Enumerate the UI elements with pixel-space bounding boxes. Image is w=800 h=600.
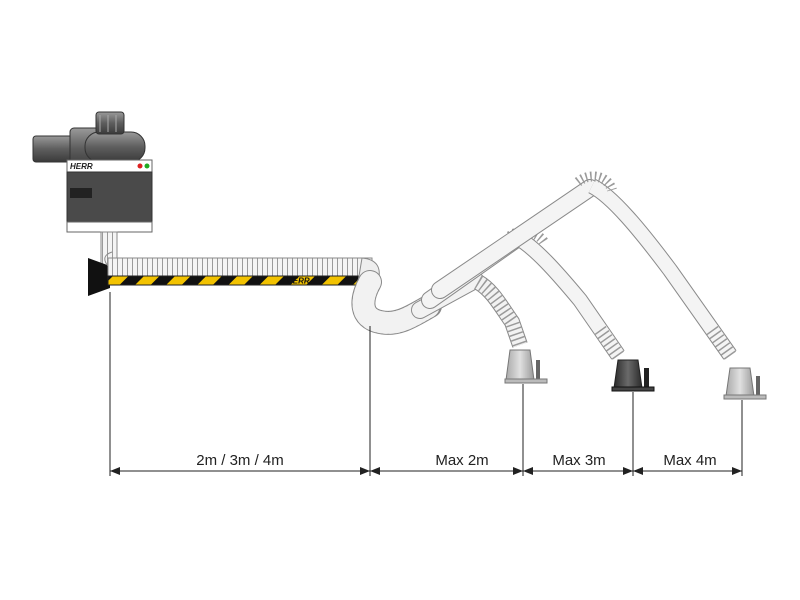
hood-long	[725, 367, 755, 397]
indicator-light-red	[137, 163, 143, 169]
filter-unit: HERR	[32, 111, 153, 233]
cabinet-base	[66, 221, 153, 233]
rail-hose	[107, 257, 373, 277]
rail-brand-label: HERR	[287, 277, 310, 286]
hood-short	[505, 349, 535, 381]
rail-length-label: 2m / 3m / 4m	[196, 452, 284, 469]
unit-brand-label: HERR	[70, 162, 93, 171]
cabinet-handle	[70, 188, 92, 198]
wall-bracket	[88, 258, 110, 296]
dimension-arrowheads	[110, 467, 742, 475]
hazard-stripe-rail	[107, 275, 379, 286]
hood-medium	[613, 359, 643, 389]
arm-long	[431, 171, 767, 400]
indicator-light-green	[144, 163, 150, 169]
arm-long-length-label: Max 4m	[663, 452, 716, 469]
arm-medium-length-label: Max 3m	[552, 452, 605, 469]
motor	[32, 111, 146, 169]
cabinet-body	[66, 171, 153, 223]
arm-medium	[421, 226, 655, 392]
arm-short-length-label: Max 2m	[435, 452, 488, 469]
rail: HERR	[104, 251, 380, 286]
